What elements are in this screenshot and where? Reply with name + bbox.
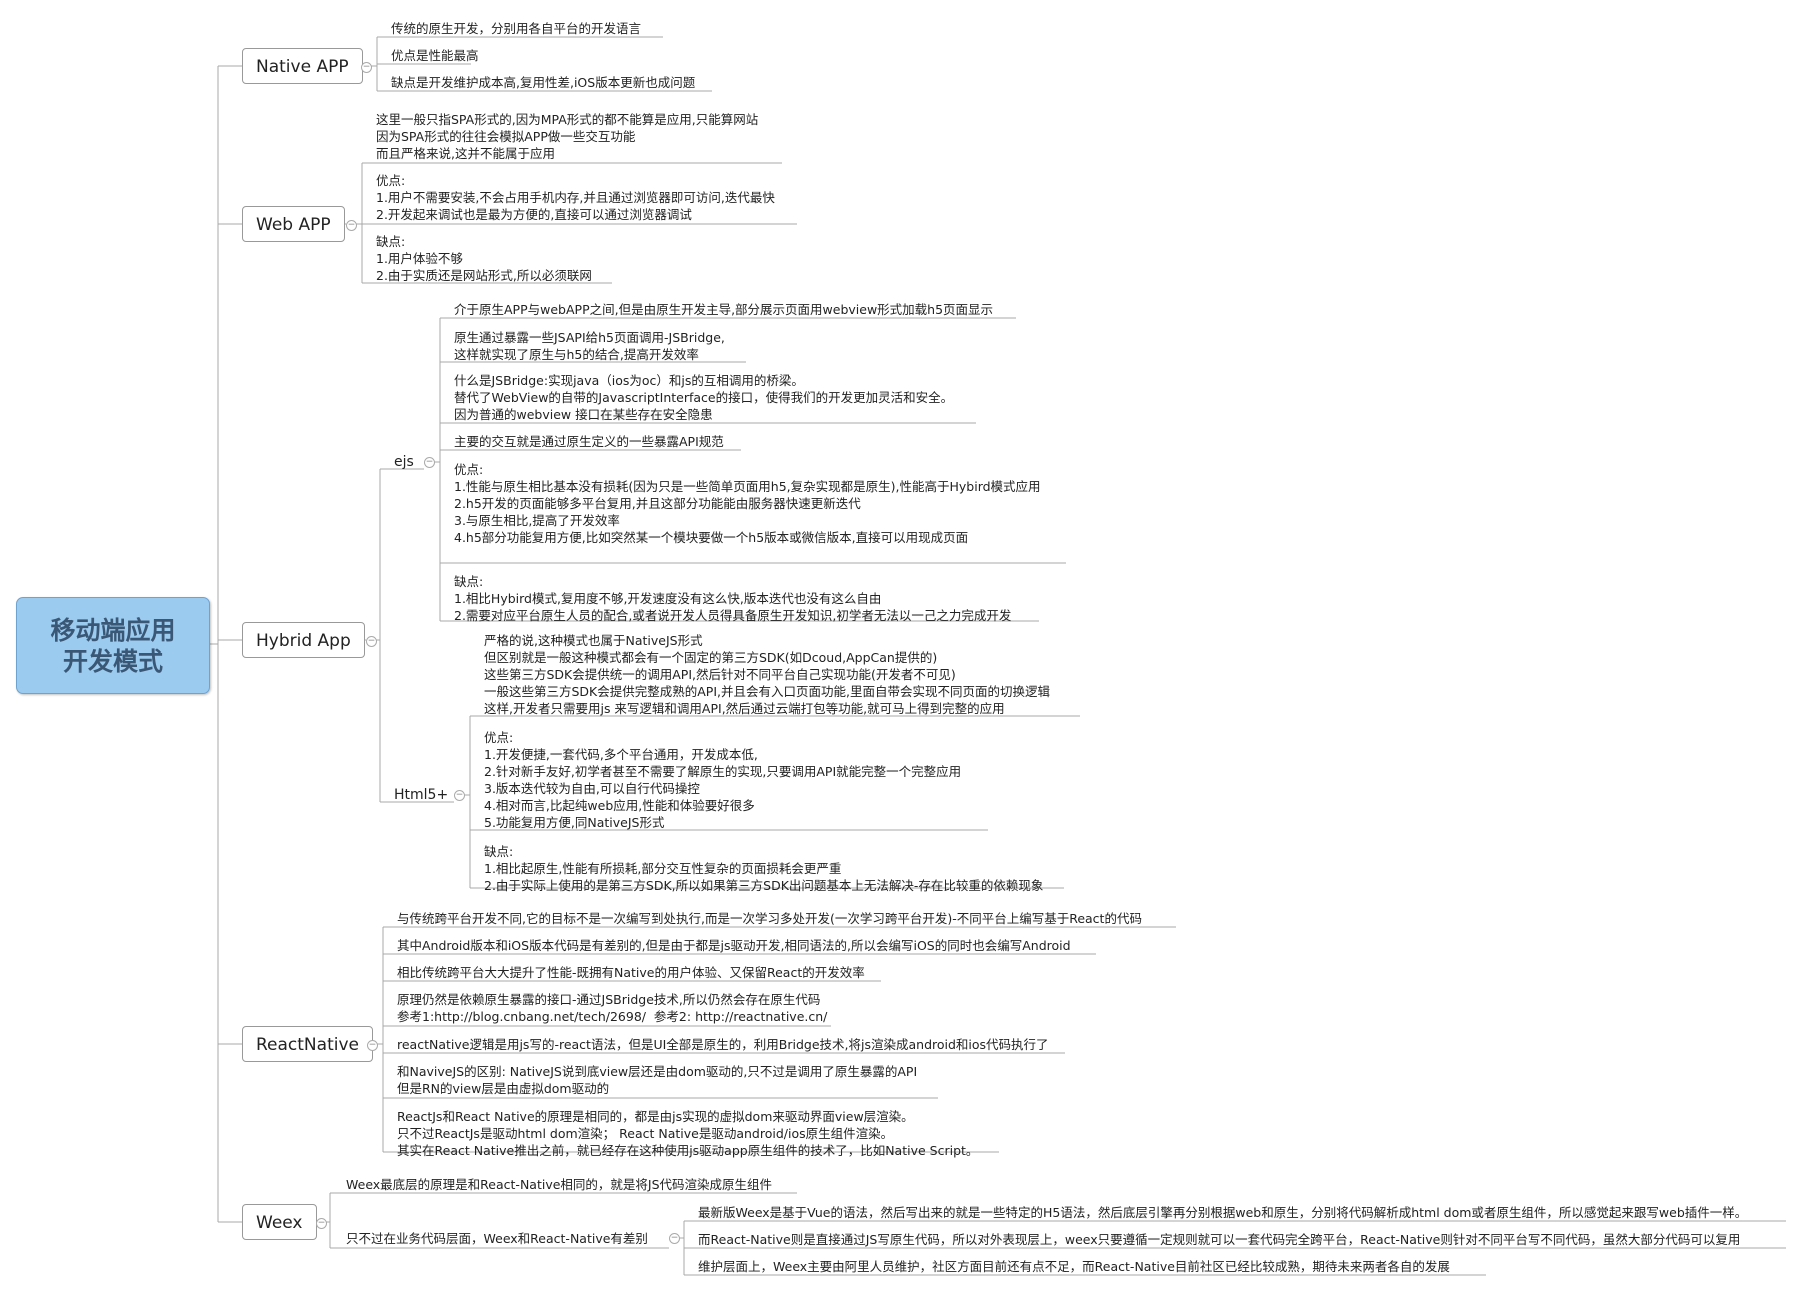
web-leaf-pros: 优点: 1.用户不需要安装,不会占用手机内存,并且通过浏览器即可访问,迭代最快 … [376,173,775,222]
weex-diff-leaf-3: 维护层面上，Weex主要由阿里人员维护，社区方面目前还有点不足，而React-N… [698,1259,1450,1274]
sub-topic-html5plus[interactable]: Html5+ [394,787,449,803]
weex-diff-leaf-1: 最新版Weex是基于Vue的语法，然后写出来的就是一些特定的H5语法，然后底层引… [698,1205,1748,1220]
native-leaf-1: 传统的原生开发，分别用各自平台的开发语言 [391,21,642,36]
branch-weex[interactable]: Weex [242,1204,317,1240]
collapse-toggle-icon[interactable]: − [454,790,465,801]
branch-hybrid-app[interactable]: Hybrid App [242,622,365,658]
ejs-leaf-3: 什么是JSBridge:实现java（ios为oc）和js的互相调用的桥梁。 替… [454,373,954,422]
weex-diff-leaf-2: 而React-Native则是直接通过JS写原生代码，所以对外表现层上，weex… [698,1232,1741,1247]
collapse-toggle-icon[interactable]: − [367,1040,378,1051]
branch-native-app[interactable]: Native APP [242,48,363,84]
ejs-leaf-4: 主要的交互就是通过原生定义的一些暴露API规范 [454,434,724,449]
native-leaf-2: 优点是性能最高 [391,48,479,63]
html5plus-leaf-cons: 缺点: 1.相比起原生,性能有所损耗,部分交互性复杂的页面损耗会更严重 2.由于… [484,844,1044,893]
branch-react-native[interactable]: ReactNative [242,1026,373,1062]
rn-leaf-6: 和NaviveJS的区别: NativeJS说到底view层还是由dom驱动的,… [397,1064,918,1096]
ejs-leaf-pros: 优点: 1.性能与原生相比基本没有损耗(因为只是一些简单页面用h5,复杂实现都是… [454,462,1041,545]
weex-sub-topic-diff[interactable]: 只不过在业务代码层面，Weex和React-Native有差别 [346,1231,648,1246]
native-leaf-3: 缺点是开发维护成本高,复用性差,iOS版本更新也成问题 [391,75,696,90]
rn-leaf-2: 其中Android版本和iOS版本代码是有差别的,但是由于都是js驱动开发,相同… [397,938,1071,953]
collapse-toggle-icon[interactable]: − [424,457,435,468]
collapse-toggle-icon[interactable]: − [361,62,372,73]
collapse-toggle-icon[interactable]: − [346,220,357,231]
rn-leaf-3: 相比传统跨平台大大提升了性能-既拥有Native的用户体验、又保留React的开… [397,965,865,980]
branch-web-app[interactable]: Web APP [242,206,345,242]
sub-topic-ejs[interactable]: ejs [394,454,414,470]
collapse-toggle-icon[interactable]: − [669,1233,680,1244]
weex-leaf-1: Weex最底层的原理是和React-Native相同的，就是将JS代码渲染成原生… [346,1177,773,1192]
collapse-toggle-icon[interactable]: − [366,636,377,647]
ejs-leaf-cons: 缺点: 1.相比Hybird模式,复用度不够,开发速度没有这么快,版本迭代也没有… [454,574,1012,623]
web-leaf-intro: 这里一般只指SPA形式的,因为MPA形式的都不能算是应用,只能算网站 因为SPA… [376,112,759,161]
html5plus-leaf-pros: 优点: 1.开发便捷,一套代码,多个平台通用，开发成本低, 2.针对新手友好,初… [484,730,962,830]
root-topic[interactable]: 移动端应用 开发模式 [16,597,210,694]
rn-leaf-7: ReactJs和React Native的原理是相同的，都是由js实现的虚拟do… [397,1109,979,1158]
ejs-leaf-1: 介于原生APP与webAPP之间,但是由原生开发主导,部分展示页面用webvie… [454,302,994,317]
rn-leaf-5: reactNative逻辑是用js写的-react语法，但是UI全部是原生的，利… [397,1037,1049,1052]
web-leaf-cons: 缺点: 1.用户体验不够 2.由于实质还是网站形式,所以必须联网 [376,234,592,283]
ejs-leaf-2: 原生通过暴露一些JSAPI给h5页面调用-JSBridge, 这样就实现了原生与… [454,330,725,362]
rn-leaf-4: 原理仍然是依赖原生暴露的接口-通过JSBridge技术,所以仍然会存在原生代码 … [397,992,828,1024]
rn-leaf-1: 与传统跨平台开发不同,它的目标不是一次编写到处执行,而是一次学习多处开发(一次学… [397,911,1142,926]
collapse-toggle-icon[interactable]: − [316,1218,327,1229]
html5plus-leaf-intro: 严格的说,这种模式也属于NativeJS形式 但区别就是一般这种模式都会有一个固… [484,633,1050,716]
